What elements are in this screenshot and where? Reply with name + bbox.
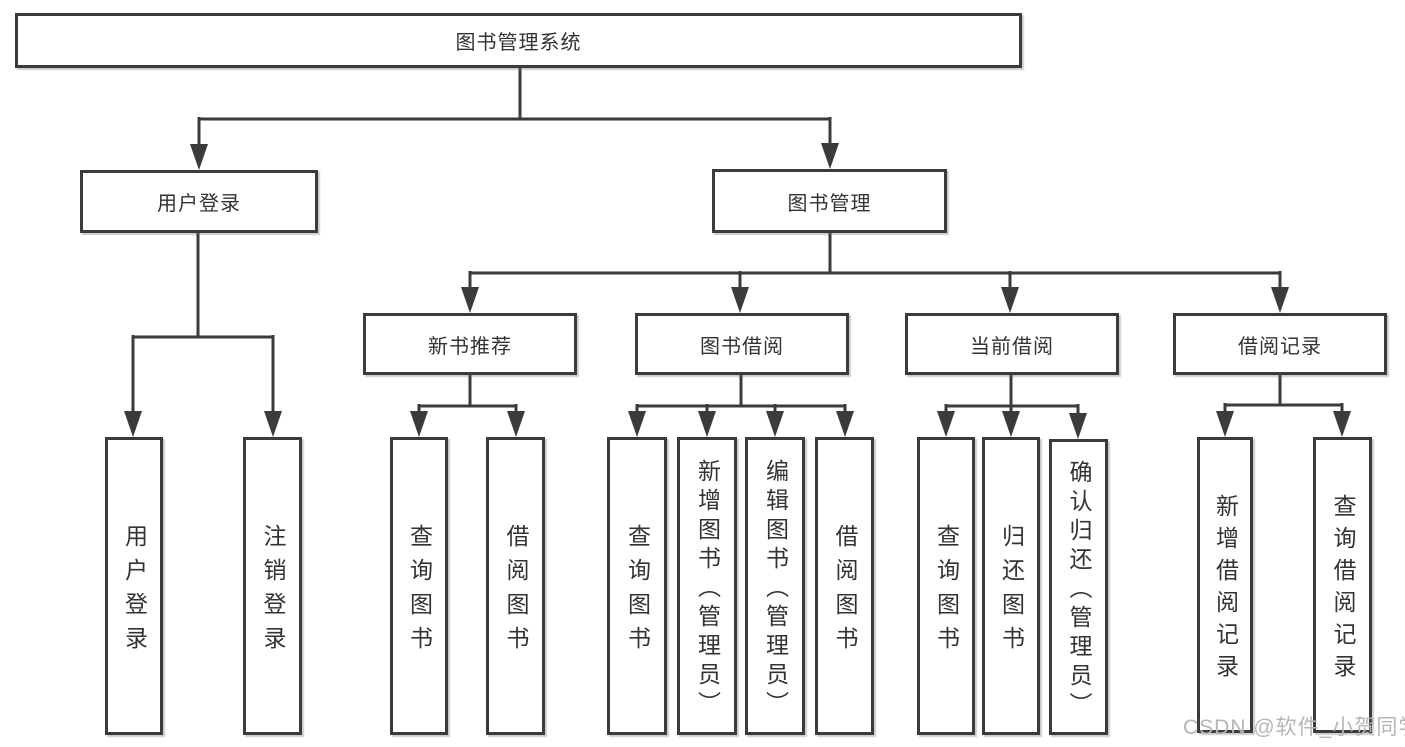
node-book-borrow: 图书借阅 — [635, 313, 849, 375]
leaf-edit-book-admin-label: 编辑图书（管理员） — [762, 458, 789, 720]
leaf-add-borrow-record: 新增借阅记录 — [1197, 437, 1253, 733]
connector-user-login-children — [124, 233, 282, 437]
leaf-add-borrow-record-label: 新增借阅记录 — [1212, 493, 1239, 686]
leaf-return-books: 归还图书 — [982, 437, 1040, 735]
node-root-system: 图书管理系统 — [15, 13, 1022, 68]
leaf-query-books-current: 查询图书 — [917, 437, 975, 735]
node-root-label: 图书管理系统 — [455, 32, 582, 54]
leaf-query-books-recommend: 查询图书 — [390, 437, 448, 735]
node-user-login-label: 用户登录 — [157, 193, 241, 215]
node-borrow-records-label: 借阅记录 — [1238, 335, 1322, 358]
leaf-borrow-books-label: 借阅图书 — [832, 523, 858, 660]
connector-book-borrow-children — [628, 375, 854, 437]
node-new-book-recommend-label: 新书推荐 — [428, 335, 512, 358]
leaf-add-book-admin: 新增图书（管理员） — [677, 437, 737, 735]
leaf-confirm-return-admin-label: 确认归还（管理员） — [1066, 459, 1092, 721]
node-current-borrow-label: 当前借阅 — [970, 335, 1054, 358]
connector-borrow-records-children — [1216, 375, 1351, 437]
node-current-borrow: 当前借阅 — [905, 313, 1119, 375]
leaf-borrow-books-recommend: 借阅图书 — [486, 437, 545, 735]
leaf-query-books-recommend-label: 查询图书 — [406, 523, 433, 660]
node-book-borrow-label: 图书借阅 — [700, 335, 784, 358]
leaf-query-books-borrow: 查询图书 — [607, 437, 667, 735]
connector-root-to-level2 — [190, 68, 839, 170]
leaf-borrow-books-recommend-label: 借阅图书 — [503, 523, 529, 660]
connector-book-management-children — [461, 233, 1289, 313]
leaf-logout: 注销登录 — [243, 437, 302, 735]
leaf-return-books-label: 归还图书 — [998, 523, 1025, 660]
leaf-add-book-admin-label: 新增图书（管理员） — [694, 458, 721, 720]
node-borrow-records: 借阅记录 — [1173, 313, 1387, 375]
leaf-query-books-borrow-label: 查询图书 — [624, 523, 651, 660]
node-book-management-label: 图书管理 — [787, 192, 872, 215]
node-book-management: 图书管理 — [712, 169, 947, 233]
csdn-watermark: CSDN @软件_小贺同学 — [1183, 716, 1405, 739]
leaf-borrow-books: 借阅图书 — [815, 437, 874, 735]
leaf-query-borrow-record-label: 查询借阅记录 — [1330, 493, 1356, 686]
leaf-query-borrow-record: 查询借阅记录 — [1313, 437, 1372, 733]
leaf-logout-label: 注销登录 — [260, 523, 286, 660]
node-new-book-recommend: 新书推荐 — [363, 313, 577, 375]
leaf-user-login: 用户登录 — [105, 437, 163, 735]
connector-current-borrow-children — [937, 375, 1087, 439]
leaf-confirm-return-admin: 确认归还（管理员） — [1049, 439, 1108, 735]
leaf-user-login-label: 用户登录 — [121, 523, 148, 660]
leaf-edit-book-admin: 编辑图书（管理员） — [745, 437, 805, 735]
node-user-login: 用户登录 — [80, 170, 318, 233]
connector-new-book-recommend-children — [410, 375, 525, 437]
leaf-query-books-current-label: 查询图书 — [933, 523, 960, 660]
